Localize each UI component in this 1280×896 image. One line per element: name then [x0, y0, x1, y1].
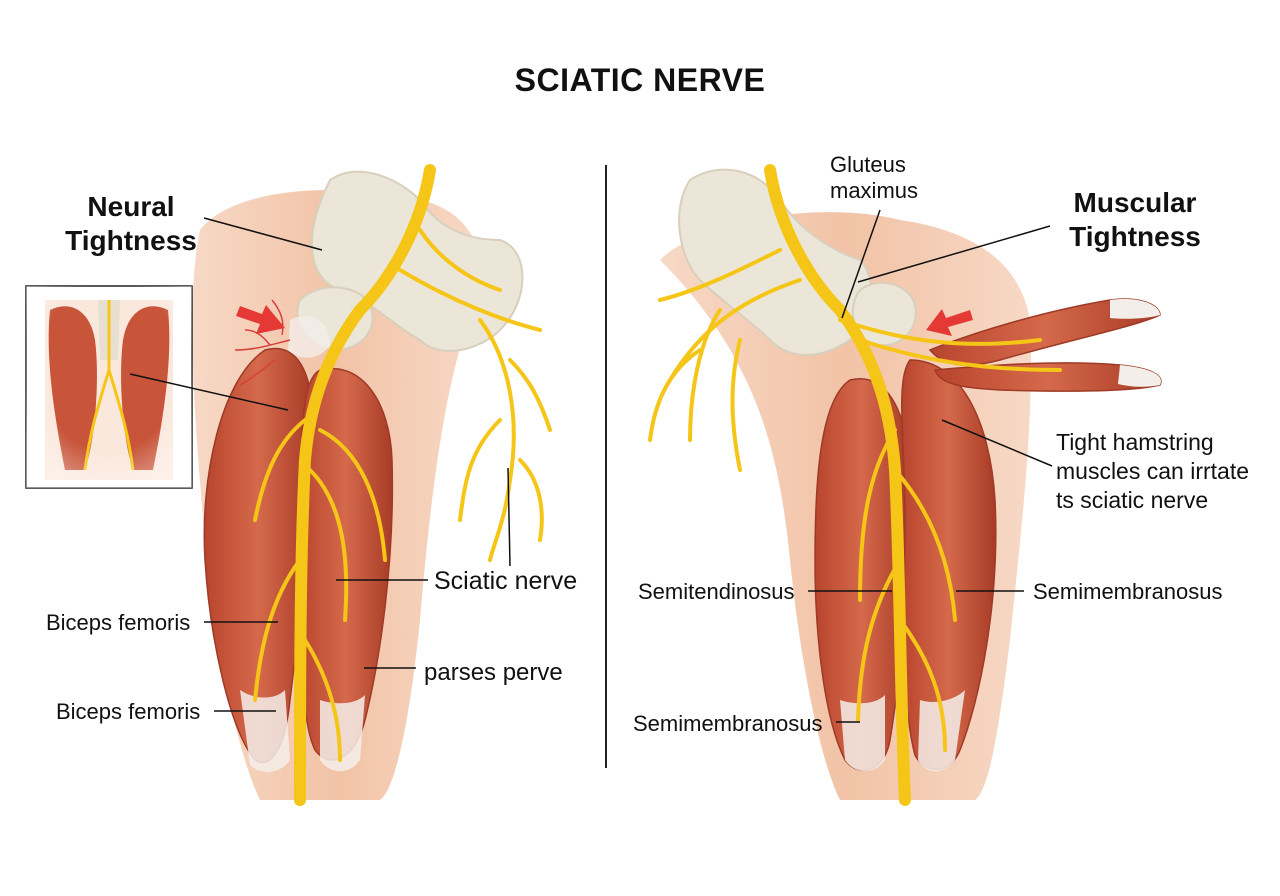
left-leg: [192, 164, 552, 806]
left-sciatic-nerve: [294, 164, 436, 806]
muscular-heading-line1: Muscular: [1073, 187, 1197, 218]
right-nerve-branches: [648, 248, 1062, 752]
label-semimembranosus-lower: Semimembranosus: [633, 711, 823, 736]
left-irritation-vessels: [234, 299, 291, 386]
inset-anatomy-thumbnail: [25, 285, 193, 489]
tight-note-line1: Tight hamstring: [1056, 429, 1214, 455]
left-tendon-upper: [288, 316, 330, 358]
neural-heading-line2: Tightness: [65, 225, 197, 256]
right-tension-arrow: [926, 309, 973, 336]
tight-note-line3: ts sciatic nerve: [1056, 487, 1209, 513]
leader-lines: [129, 209, 1053, 723]
label-biceps-femoris-upper: Biceps femoris: [46, 610, 191, 635]
label-semimembranosus-right: Semimembranosus: [1033, 579, 1223, 604]
label-semitendinosus: Semitendinosus: [638, 579, 795, 604]
right-tendon-lower: [840, 690, 965, 772]
muscular-heading-line2: Tightness: [1069, 221, 1201, 252]
label-parses-perve: parses perve: [424, 659, 563, 686]
label-gluteus-maximus: Gluteus maximus: [830, 152, 918, 204]
right-leg: [648, 164, 1162, 806]
muscular-tightness-heading: Muscular Tightness: [1050, 186, 1220, 254]
label-biceps-femoris-lower: Biceps femoris: [56, 699, 201, 724]
gluteus-line2: maximus: [830, 178, 919, 203]
label-sciatic-nerve: Sciatic nerve: [434, 567, 578, 595]
diagram-title: SCIATIC NERVE: [514, 62, 766, 98]
neural-tightness-heading: Neural Tightness: [56, 190, 206, 258]
right-sciatic-nerve: [764, 164, 911, 806]
left-tension-arrow: [236, 305, 285, 334]
gluteus-line1: Gluteus: [830, 152, 906, 177]
left-nerve-branches: [253, 228, 552, 762]
right-pulled-hamstring: [928, 298, 1162, 392]
tight-note-line2: muscles can irrtate: [1056, 458, 1250, 484]
neural-heading-line1: Neural: [87, 191, 175, 222]
label-tight-hamstring-note: Tight hamstring muscles can irrtate ts s…: [1056, 428, 1249, 515]
